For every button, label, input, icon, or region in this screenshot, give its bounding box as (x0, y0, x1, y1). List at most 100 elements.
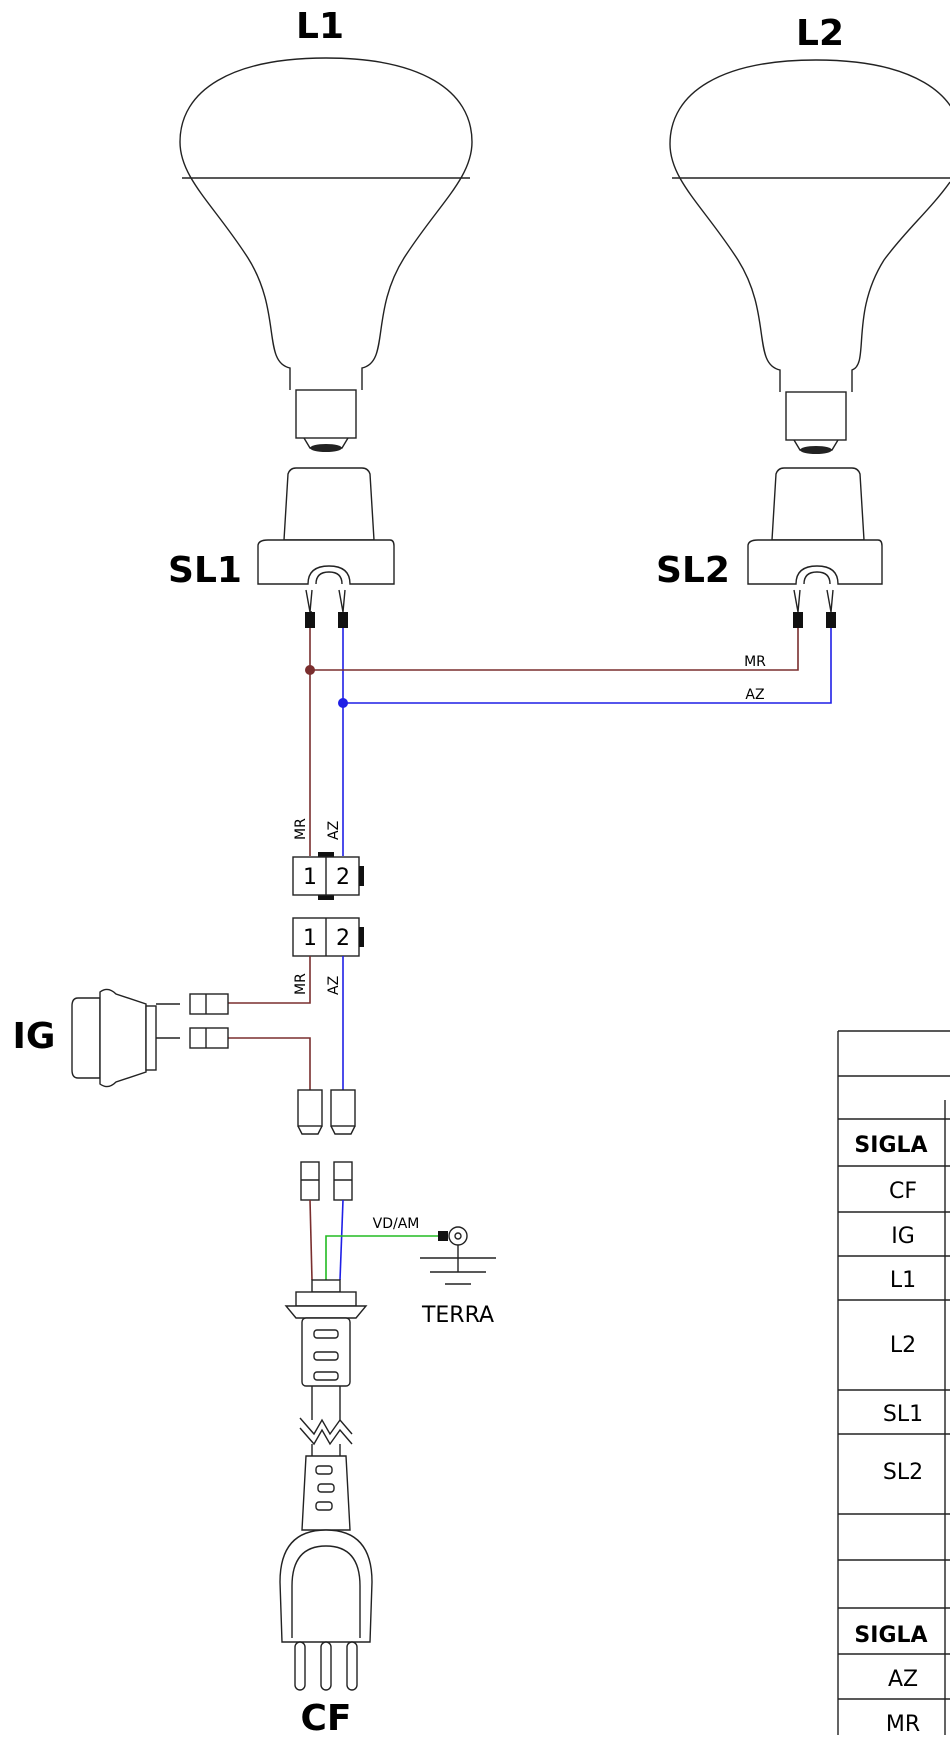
plug-collar (284, 1305, 368, 1319)
table-header-1: SIGLA (854, 1133, 927, 1158)
socket-sl1-term1 (305, 612, 315, 628)
connector-lower-pin1: 1 (303, 926, 317, 951)
switch-ig-rocker (99, 988, 147, 1088)
plug-break-mark1 (299, 1417, 353, 1436)
table-row-sl2: SL2 (883, 1460, 923, 1485)
plug-pin-right (346, 1641, 358, 1691)
socket-sl2-pin2 (826, 589, 834, 613)
socket-sl2-body (771, 467, 865, 541)
legend-table: C SIGLA CF IG L1 L2 SL1 SL2 SIGLA AZ MR (837, 1030, 950, 1737)
table-header-2: SIGLA (854, 1623, 927, 1648)
socket-sl1-flange (257, 539, 395, 585)
blue-wire-label-lower: AZ (326, 976, 342, 995)
lamp-l1-bulb (179, 57, 473, 390)
switch-ig-faston1 (189, 993, 229, 1015)
switch-ig-bezel (71, 997, 101, 1079)
lamp-l1: L1 (179, 6, 473, 452)
socket-sl1-pin1 (305, 589, 313, 613)
plug-cf-label: CF (300, 1698, 351, 1735)
connector-upper: 1 2 (292, 852, 364, 900)
lamp-l1-base (295, 389, 357, 439)
connector-lower: 1 2 (292, 917, 364, 957)
plug-pin-left (294, 1641, 306, 1691)
blue-junction (338, 698, 348, 708)
connector-lower-latch (359, 927, 364, 947)
switch-ig-faston2 (189, 1027, 229, 1049)
plug-flange (295, 1291, 357, 1307)
socket-sl1-term2 (338, 612, 348, 628)
blue-wire-label-vertical: AZ (326, 821, 342, 840)
plug-relief-slot1 (313, 1329, 339, 1339)
plug-break-mark2 (299, 1427, 353, 1446)
lamp-l2: L2 (669, 13, 950, 454)
table-row-l2: L2 (890, 1333, 916, 1358)
connector-upper-pin2: 2 (336, 865, 350, 890)
socket-sl1-label: SL1 (168, 550, 242, 591)
ground-wire (325, 1235, 440, 1280)
connector-upper-pin1: 1 (303, 865, 317, 890)
plug-strain-top (311, 1279, 341, 1293)
plug-grip-slot2 (317, 1483, 335, 1493)
brown-wire-label: MR (744, 654, 766, 670)
table-row-az: AZ (888, 1667, 918, 1692)
lamp-l2-bulb-right (851, 181, 950, 392)
socket-sl1-body (283, 467, 375, 541)
wires-top: MR AZ MR AZ (293, 628, 832, 856)
plug-head (279, 1529, 373, 1643)
sleeve-brown-upper (297, 1089, 323, 1127)
blue-wire-label: AZ (745, 687, 764, 703)
table-row-mr: MR (886, 1712, 920, 1735)
sleeve-upper-tips (297, 1125, 356, 1135)
table-row-cf: CF (889, 1179, 917, 1204)
brown-wire-branch (310, 628, 799, 671)
wires-lower: MR AZ VD/AM (228, 956, 440, 1281)
plug-pin-center (320, 1641, 332, 1691)
plug-grip (301, 1455, 351, 1531)
plug-grip-slot1 (315, 1465, 333, 1475)
lamp-l1-label: L1 (296, 6, 344, 47)
socket-sl1: SL1 (168, 467, 395, 628)
blue-wire-branch (343, 628, 832, 704)
socket-sl2: SL2 (656, 467, 883, 628)
brown-junction (305, 665, 315, 675)
plug-relief-slot2 (313, 1351, 339, 1361)
ground-terminal: TERRA (420, 1226, 496, 1328)
socket-sl2-term1 (793, 612, 803, 628)
lamp-l1-contact (310, 444, 342, 452)
table-row-sl1: SL1 (883, 1402, 923, 1427)
plug-relief-slot3 (313, 1371, 339, 1381)
socket-sl2-pin1 (793, 589, 801, 613)
ground-label: TERRA (421, 1303, 494, 1328)
lamp-l2-bulb (669, 59, 950, 392)
socket-sl1-pin2 (338, 589, 346, 613)
brown-wire-label-vertical: MR (293, 818, 309, 840)
connector-upper-bottom-key (318, 894, 334, 900)
plug-grip-slot3 (315, 1501, 333, 1511)
connector-lower-pin2: 2 (336, 926, 350, 951)
plug-cf: CF (279, 1279, 373, 1739)
table-row-ig: IG (891, 1224, 915, 1249)
ground-ring-hole (454, 1232, 462, 1240)
connector-upper-top-key (318, 852, 334, 858)
brown-wire-to-plug (309, 1199, 313, 1281)
blue-wire-to-plug (339, 1199, 344, 1281)
ground-ring-crimp (438, 1231, 448, 1241)
brown-wire-from-switch (228, 1037, 311, 1090)
plug-head-inner (291, 1545, 361, 1638)
switch-ig: IG (13, 988, 229, 1088)
sleeve-blue-lower (333, 1161, 353, 1201)
sleeve-blue-upper (330, 1089, 356, 1127)
socket-sl2-arch (803, 571, 831, 585)
brown-wire-to-switch (228, 956, 311, 1004)
sleeve-brown-lower (300, 1161, 320, 1201)
connector-upper-latch (359, 866, 364, 886)
lamp-l2-base (785, 391, 847, 441)
socket-sl1-arch (315, 571, 343, 585)
socket-sl2-flange (747, 539, 883, 585)
switch-ig-label: IG (13, 1016, 56, 1057)
switch-ig-body (145, 1005, 157, 1071)
socket-sl2-term2 (826, 612, 836, 628)
brown-wire-label-lower: MR (293, 973, 309, 995)
